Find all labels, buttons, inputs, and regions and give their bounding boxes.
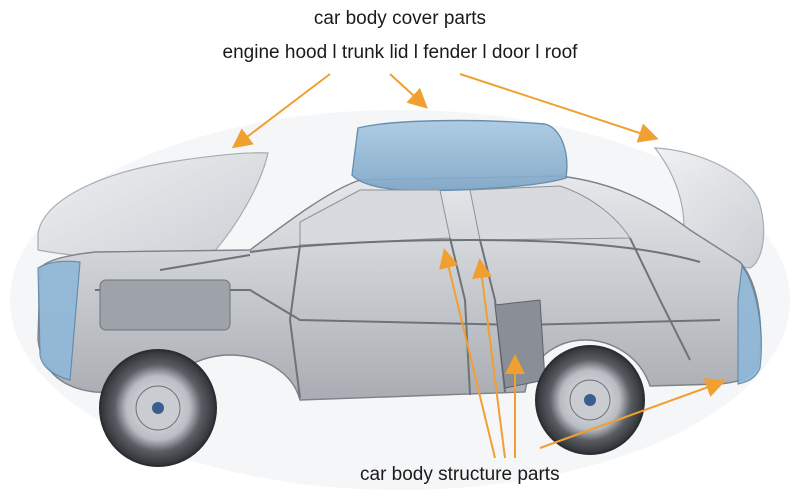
rear-bumper-panel bbox=[737, 264, 762, 385]
front-window-opening bbox=[299, 189, 451, 246]
arrow-to-roof bbox=[389, 73, 428, 109]
arrow-to-a-pillar bbox=[439, 248, 496, 459]
structure-parts-label: car body structure parts bbox=[360, 464, 560, 485]
cover-parts-list: engine hood l trunk lid l fender l door … bbox=[222, 42, 578, 63]
arrow-to-trunk bbox=[459, 73, 659, 143]
arrow-to-rear-structure bbox=[539, 378, 726, 449]
rear-wheel bbox=[535, 345, 645, 455]
arrow-to-hood bbox=[231, 73, 331, 149]
rear-window-opening bbox=[469, 185, 631, 241]
engine-block bbox=[99, 279, 231, 331]
arrow-to-b-pillar bbox=[472, 258, 506, 459]
front-wheel bbox=[99, 349, 217, 467]
front-bumper-panel bbox=[37, 260, 81, 381]
diagram-title: car body cover parts bbox=[313, 8, 487, 29]
trunk-lid-panel bbox=[653, 147, 765, 269]
roof-panel bbox=[351, 119, 568, 192]
